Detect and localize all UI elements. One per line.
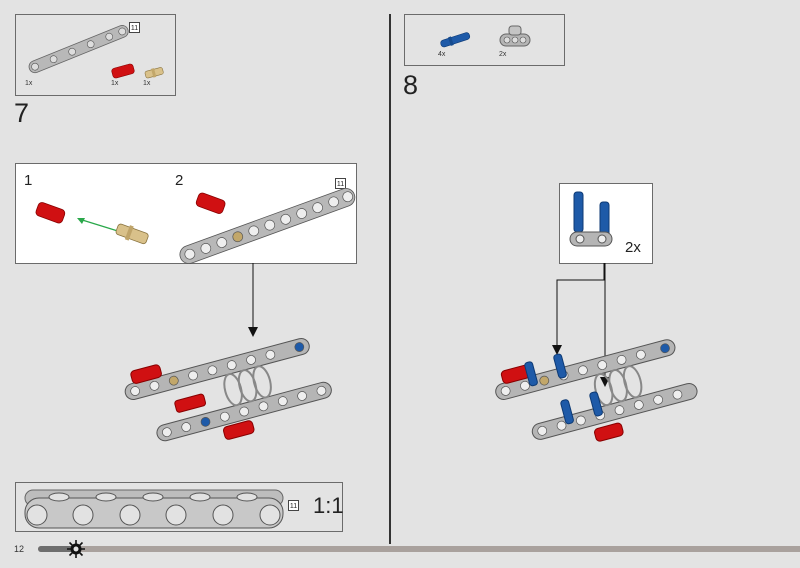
- beam-11-part-image: [28, 25, 129, 74]
- substep2-illustration: [179, 188, 356, 264]
- step-number: 7: [14, 98, 30, 128]
- substep-box: 1 2 11: [15, 163, 357, 264]
- blue-long-pin-image: [440, 32, 471, 48]
- substep-number: 1: [24, 172, 33, 189]
- length-tag: 11: [335, 178, 346, 189]
- page-number: 12: [14, 544, 25, 554]
- step7-parts-list: 11 1x 1x 1x: [15, 14, 176, 96]
- step-divider: [389, 14, 391, 544]
- callout-qty: 2x: [625, 239, 641, 256]
- callout-subassembly: [569, 191, 613, 247]
- scale-label: 1:1: [313, 493, 344, 518]
- red-axle-connector-image: [111, 63, 135, 79]
- step7-assembly-illustration: [124, 338, 332, 442]
- step-number: 8: [403, 70, 419, 100]
- progress-fill: [38, 546, 76, 552]
- gray-connector-image: [499, 25, 531, 47]
- substep-number: 2: [175, 172, 184, 189]
- part-qty: 1x: [111, 80, 119, 87]
- part-qty: 1x: [25, 80, 33, 87]
- progress-track: [38, 546, 800, 552]
- length-tag: 11: [129, 22, 140, 33]
- assembly-arrow: [248, 263, 258, 337]
- length-tag: 11: [288, 500, 299, 511]
- callout-box: 2x: [559, 183, 653, 264]
- beam-11-actual-size: [24, 489, 284, 529]
- step8-parts-list: 4x 2x: [404, 14, 565, 66]
- part-qty: 4x: [438, 51, 446, 58]
- tan-pin-image: [144, 67, 164, 79]
- part-qty: 2x: [499, 51, 507, 58]
- progress-gear-icon: [67, 540, 85, 558]
- step8-assembly-illustration: [495, 339, 698, 442]
- part-qty: 1x: [143, 80, 151, 87]
- substep1-illustration: [35, 202, 149, 245]
- ruler-box: 11 1:1: [15, 482, 344, 532]
